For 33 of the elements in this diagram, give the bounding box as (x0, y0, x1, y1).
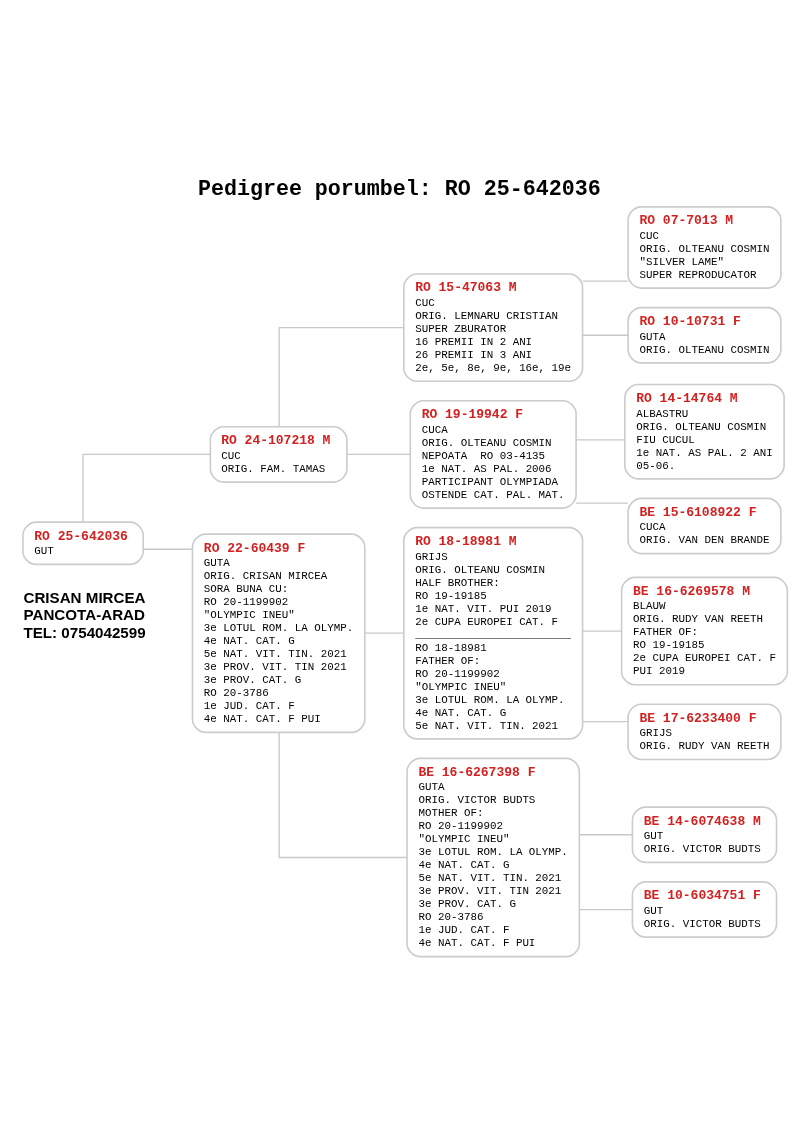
node-box: RO 19-19942 F CUCA ORIG. OLTEANU COSMIN NEPOATA RO 03-4135 1e NAT. AS PAL. 2006 PARTICIPANT OLYMPIADA OSTENDE CAT. PAL. MAT. (409, 400, 577, 509)
node-box: RO 15-47063 M CUC ORIG. LEMNARU CRISTIAN SUPER ZBURATOR 16 PREMII IN 2 ANI 26 PREMII IN 3 ANI 2e, 5e, 8e, 9e, 16e, 19e (402, 273, 584, 383)
connector (578, 908, 633, 911)
node-box: RO 24-107218 M CUC ORIG. FAM. TAMAS (209, 426, 348, 483)
connector (582, 720, 629, 723)
connector (278, 731, 408, 859)
node-box: BE 16-6267398 F GUTA ORIG. VICTOR BUDTS MOTHER OF: RO 20-1199902 "OLYMPIC INEU" 3e LOTUL ROM. LA OLYMP. 4e NAT. CAT. G 5e NAT. VIT. TIN. 2021 3e PROV. VIT. TIN 2021 3e PROV. CAT. G RO 20-3786 1e JUD. CAT. F 4e NAT. CAT. F PUI (406, 757, 581, 958)
node-box: RO 25-642036 GUT (22, 521, 144, 566)
node-box: BE 16-6269578 M BLAUW ORIG. RUDY VAN REETH FATHER OF: RO 19-19185 2e CUPA EUROPEI CAT. F PUI 2019 (620, 576, 789, 686)
node-box: BE 15-6108922 F CUCA ORIG. VAN DEN BRANDE (627, 497, 782, 555)
diagram-title: Pedigree porumbel: RO 25-642036 (197, 176, 601, 202)
connector (575, 439, 626, 441)
connector (278, 327, 405, 428)
label: TEL: 0754042599 (23, 623, 146, 641)
connector (346, 453, 411, 456)
node-box: BE 10-6034751 F GUT ORIG. VICTOR BUDTS (631, 881, 778, 938)
connector (578, 834, 633, 836)
node-box: RO 18-18981 M GRIJS ORIG. OLTEANU COSMIN HALF BROTHER: RO 19-19185 1e NAT. VIT. PUI 2019 2e CUPA EUROPEI CAT. F ________________________ RO 18-18981 FATHER OF: RO 20-1199902 "OLYMPIC INEU" 3e LOTUL ROM. LA OLYMP. 4e NAT. CAT. G 5e NAT. VIT. TIN. 2021 (402, 526, 584, 740)
connector (582, 280, 629, 282)
label: PANCOTA-ARAD (23, 606, 145, 624)
node-box: BE 14-6074638 M GUT ORIG. VICTOR BUDTS (631, 806, 778, 864)
connector (582, 630, 623, 632)
node-box: RO 22-60439 F GUTA ORIG. CRISAN MIRCEA SORA BUNA CU: RO 20-1199902 "OLYMPIC INEU" 3e LOTUL ROM. LA OLYMP. 4e NAT. CAT. G 5e NAT. VIT. TIN. 2021 3e PROV. VIT. TIN 2021 3e PROV. CAT. G RO 20-3786 1e JUD. CAT. F 4e NAT. CAT. F PUI (191, 533, 366, 734)
node-box: RO 07-7013 M CUC ORIG. OLTEANU COSMIN "SILVER LAME" SUPER REPRODUCATOR (627, 206, 782, 289)
label: CRISAN MIRCEA (23, 589, 146, 607)
node-box: RO 14-14764 M ALBASTRU ORIG. OLTEANU COSMIN FIU CUCUL 1e NAT. AS PAL. 2 ANI 05-06. (624, 383, 785, 480)
connector (582, 334, 629, 336)
connector (575, 502, 629, 504)
connector (364, 632, 405, 634)
node-box: BE 17-6233400 F GRIJS ORIG. RUDY VAN REETH (627, 703, 782, 761)
connector (82, 453, 211, 523)
connector (142, 548, 193, 550)
node-box: RO 10-10731 F GUTA ORIG. OLTEANU COSMIN (627, 306, 782, 364)
